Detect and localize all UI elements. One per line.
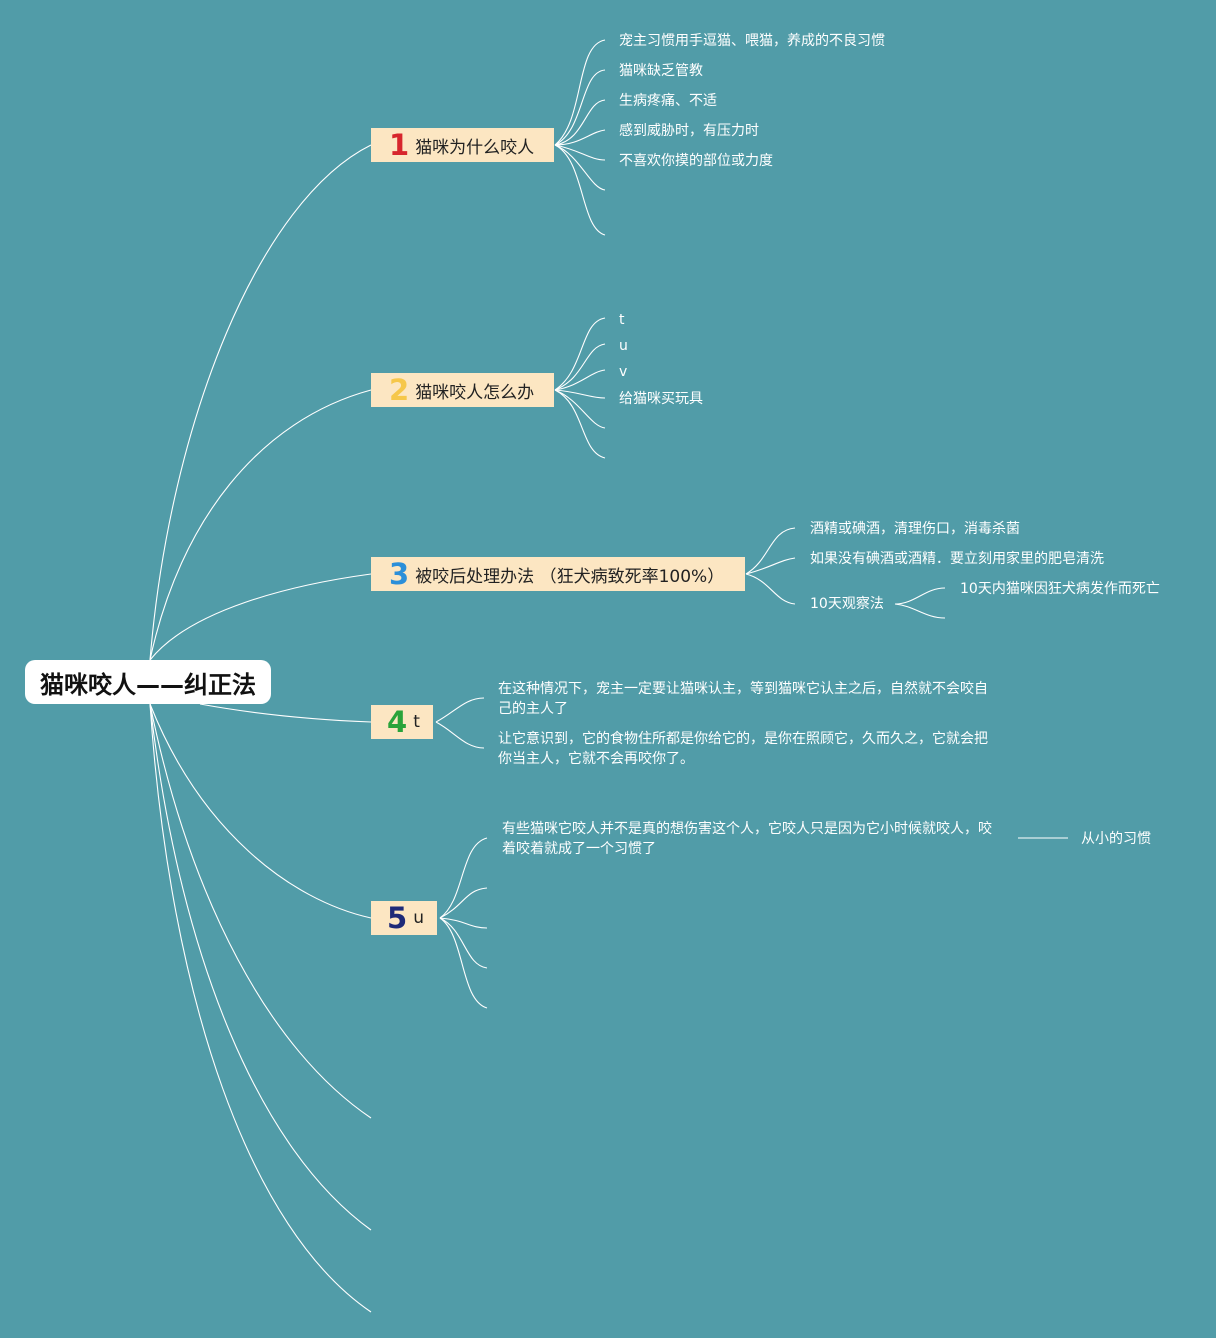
topic-5-child[interactable]: 有些猫咪它咬人并不是真的想伤害这个人，它咬人只是因为它小时候就咬人，咬着咬着就成… bbox=[502, 821, 992, 857]
topic-2-child[interactable]: 给猫咪买玩具 bbox=[619, 391, 703, 407]
branch-root-empty3 bbox=[149, 703, 372, 1313]
topic-4-child[interactable]: 让它意识到，它的食物住所都是你给它的，是你在照顾它，久而久之，它就会把你当主人，… bbox=[498, 731, 988, 767]
topic-1-child[interactable]: 生病疼痛、不适 bbox=[619, 93, 717, 109]
topic-4-node[interactable]: 4 t bbox=[371, 705, 433, 739]
topic-2-number: 2 bbox=[389, 372, 410, 407]
topic-5-grandchild[interactable]: 从小的习惯 bbox=[1081, 831, 1151, 847]
topic-5-label: u bbox=[413, 908, 424, 928]
topic-1-child[interactable]: 宠主习惯用手逗猫、喂猫，养成的不良习惯 bbox=[619, 33, 885, 49]
topic-1-child[interactable]: 不喜欢你摸的部位或力度 bbox=[619, 153, 773, 169]
topic-3-number: 3 bbox=[389, 556, 410, 591]
topic-1-node[interactable]: 1 猫咪为什么咬人 bbox=[371, 128, 554, 162]
topic-3-child[interactable]: 如果没有碘酒或酒精．要立刻用家里的肥皂清洗 bbox=[810, 551, 1104, 567]
root-node[interactable]: 猫咪咬人——纠正法 bbox=[25, 660, 271, 704]
topic-3-child[interactable]: 10天观察法 bbox=[810, 596, 884, 612]
topic-5-node[interactable]: 5 u bbox=[371, 901, 437, 935]
topic-1-label: 猫咪为什么咬人 bbox=[415, 137, 535, 158]
topic-2-child[interactable]: v bbox=[619, 364, 628, 380]
topic-4-label: t bbox=[413, 712, 420, 732]
topic-1-child[interactable]: 感到威胁时，有压力时 bbox=[619, 123, 759, 139]
topic-4-child[interactable]: 在这种情况下，宠主一定要让猫咪认主，等到猫咪它认主之后，自然就不会咬自己的主人了 bbox=[498, 681, 988, 717]
branch-root-topic2 bbox=[149, 389, 372, 661]
topic-1-number: 1 bbox=[389, 127, 410, 162]
branch-root-topic1 bbox=[149, 144, 372, 661]
branch-root-topic4 bbox=[199, 703, 372, 723]
topic-1-child[interactable]: 猫咪缺乏管教 bbox=[619, 63, 703, 79]
topic-5-number: 5 bbox=[387, 900, 408, 935]
topic-2-node[interactable]: 2 猫咪咬人怎么办 bbox=[371, 373, 554, 407]
topic-2-child[interactable]: u bbox=[619, 338, 628, 354]
topic-2-label: 猫咪咬人怎么办 bbox=[415, 382, 535, 403]
topic-3-child[interactable]: 酒精或碘酒，清理伤口，消毒杀菌 bbox=[810, 521, 1020, 537]
branch-root-empty2 bbox=[149, 703, 372, 1231]
branch-root-empty1 bbox=[149, 703, 372, 1119]
branch-root-topic5 bbox=[149, 703, 372, 919]
root-title: 猫咪咬人——纠正法 bbox=[40, 670, 256, 699]
topic-3-grandchild[interactable]: 10天内猫咪因狂犬病发作而死亡 bbox=[960, 581, 1160, 597]
topic-3-node[interactable]: 3 被咬后处理办法 （狂犬病致死率100%） bbox=[371, 557, 745, 591]
topic-3-label: 被咬后处理办法 （狂犬病致死率100%） bbox=[415, 566, 725, 587]
topic-2-child[interactable]: t bbox=[619, 312, 625, 328]
branch-root-topic3 bbox=[149, 573, 372, 661]
topic-4-number: 4 bbox=[387, 704, 408, 739]
